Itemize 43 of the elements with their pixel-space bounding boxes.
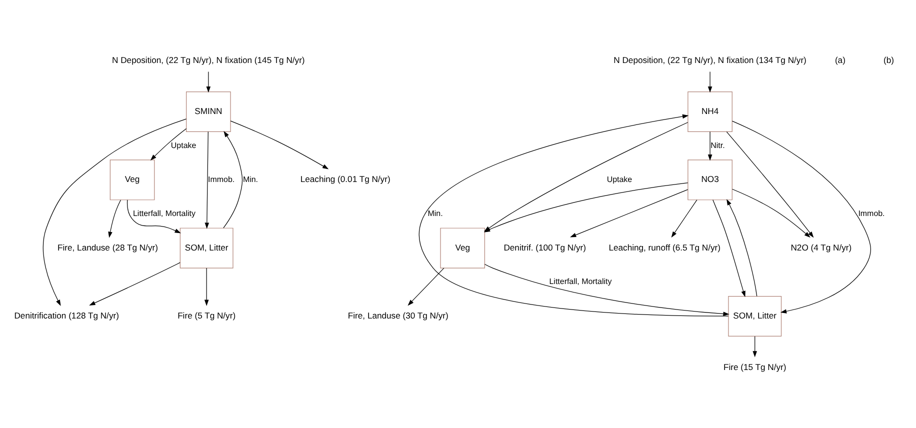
arrow: [732, 120, 871, 314]
node-box: SOM, Litter: [180, 228, 234, 268]
node-text: Fire, Landuse (30 Tg N/yr): [348, 310, 448, 320]
arrow: [671, 200, 698, 238]
arrow: [732, 188, 810, 238]
node-box: NH4: [688, 92, 732, 132]
arrow: [223, 131, 243, 228]
node-box: SMINN: [186, 92, 231, 132]
node-text: N2O (4 Tg N/yr): [790, 242, 852, 252]
node-text: N Deposition, (22 Tg N/yr), N fixation (134 Tg N/yr): [614, 54, 806, 65]
arrow: [206, 71, 211, 93]
node-text: Leaching, runoff (6.5 Tg N/yr): [608, 242, 720, 252]
arrow: [126, 200, 181, 234]
arrow: [150, 128, 187, 160]
node-text: Denitrif. (100 Tg N/yr): [504, 242, 586, 252]
arrow: [108, 200, 122, 238]
arrow: [230, 120, 329, 170]
arrow: [712, 200, 746, 298]
node-text: Leaching (0.01 Tg N/yr): [300, 174, 390, 184]
arrow: [484, 264, 730, 316]
label: (b): [883, 54, 894, 65]
arrow: [420, 114, 729, 316]
arrow: [42, 118, 187, 306]
arrow: [204, 131, 210, 229]
label: (a): [834, 54, 846, 65]
node-text: Fire (5 Tg N/yr): [178, 310, 236, 320]
arrow: [726, 131, 814, 238]
arrow: [752, 336, 757, 358]
node-text: Denitrification (128 Tg N/yr): [14, 310, 119, 320]
arrow: [89, 262, 180, 306]
node-text: Fire, Landuse (28 Tg N/yr): [58, 242, 158, 252]
arrow: [408, 268, 444, 306]
arrow: [708, 131, 712, 161]
node-box: Veg: [440, 228, 486, 268]
arrow: [570, 189, 688, 238]
arrow: [708, 71, 712, 93]
node-box: Veg: [110, 160, 155, 200]
arrow: [204, 268, 209, 306]
node-box: SOM, Litter: [728, 296, 782, 336]
node-text: N Deposition, (22 Tg N/yr), N fixation (145 Tg N/yr): [112, 54, 305, 65]
node-text: Fire (15 Tg N/yr): [723, 362, 786, 372]
arrow: [726, 199, 758, 297]
node-box: NO3: [688, 160, 732, 200]
